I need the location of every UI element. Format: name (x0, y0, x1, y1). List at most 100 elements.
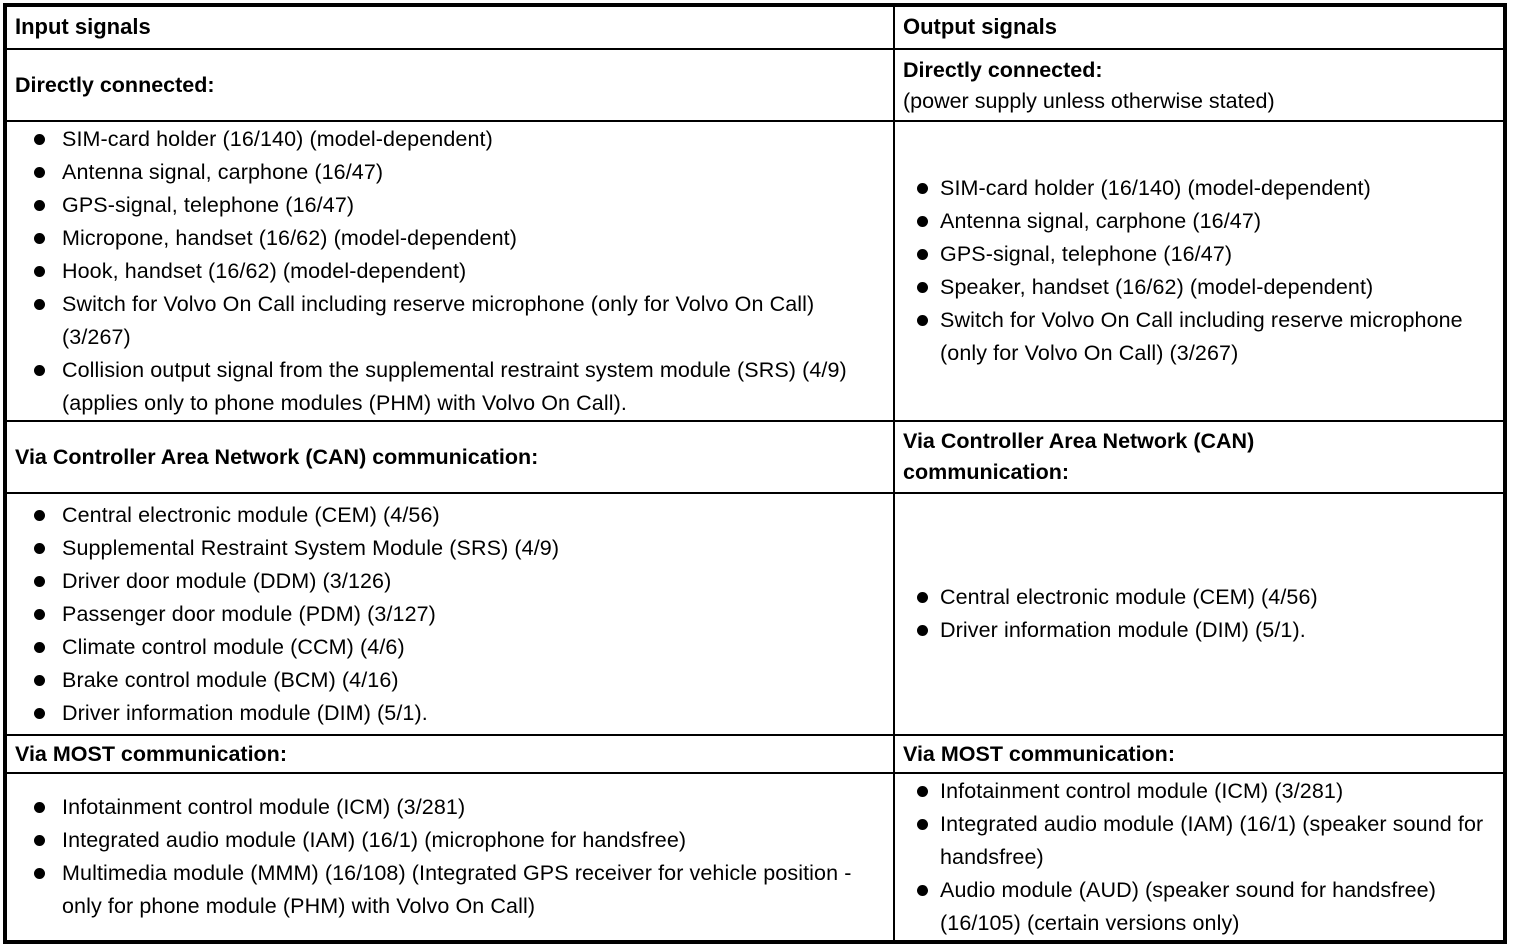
can-title-row: Via Controller Area Network (CAN) commun… (7, 420, 1503, 492)
list-item-text: Passenger door module (PDM) (3/127) (62, 601, 436, 626)
most-input-title-cell: Via MOST communication: (7, 736, 893, 772)
most-output-title-cell: Via MOST communication: (893, 736, 1503, 772)
most-title-row: Via MOST communication: Via MOST communi… (7, 734, 1503, 772)
can-output-list-cell: Central electronic module (CEM) (4/56) D… (893, 494, 1503, 734)
can-list-row: Central electronic module (CEM) (4/56) S… (7, 492, 1503, 734)
list-item: Brake control module (BCM) (4/16) (34, 664, 887, 697)
bullet-icon (34, 542, 45, 554)
list-item-text: SIM-card holder (16/140) (model-dependen… (62, 126, 493, 151)
list-item-text: Antenna signal, carphone (16/47) (940, 209, 1262, 233)
list-item-text: Integrated audio module (IAM) (16/1) (sp… (940, 811, 1484, 869)
bullet-icon (34, 133, 45, 145)
list-item-text: Multimedia module (MMM) (16/108) (Integr… (62, 861, 852, 918)
bullet-icon (917, 592, 928, 603)
list-item-text: Climate control module (CCM) (4/6) (62, 634, 405, 659)
list-item: Switch for Volvo On Call including reser… (34, 288, 887, 354)
list-item: Central electronic module (CEM) (4/56) (917, 581, 1497, 614)
list-item: Switch for Volvo On Call including reser… (917, 304, 1497, 370)
bullet-icon (917, 818, 928, 830)
bullet-icon (34, 868, 45, 879)
list-item: Driver information module (DIM) (5/1). (917, 614, 1497, 647)
bullet-icon (34, 707, 45, 719)
bullet-icon (34, 265, 45, 277)
list-item: GPS-signal, telephone (16/47) (34, 189, 887, 222)
bullet-icon (34, 199, 45, 211)
list-item: Supplemental Restraint System Module (SR… (34, 532, 887, 565)
list-item-text: Collision output signal from the supplem… (62, 357, 847, 415)
section-subtitle: (power supply unless otherwise stated) (903, 88, 1275, 113)
most-output-list-cell: Infotainment control module (ICM) (3/281… (893, 774, 1503, 940)
list-item: Infotainment control module (ICM) (3/281… (917, 775, 1497, 808)
bullet-icon (34, 835, 45, 846)
list-item: Antenna signal, carphone (16/47) (34, 156, 887, 189)
bullet-icon (34, 166, 45, 178)
section-title: Via MOST communication: (15, 741, 287, 766)
list-item-text: Micropone, handset (16/62) (model-depend… (62, 225, 517, 250)
list-item: Driver door module (DDM) (3/126) (34, 565, 887, 598)
list-item-text: Speaker, handset (16/62) (model-dependen… (940, 275, 1374, 299)
list-item: Climate control module (CCM) (4/6) (34, 631, 887, 664)
directly-connected-title-row: Directly connected: Directly connected: … (7, 48, 1503, 120)
bullet-list: Infotainment control module (ICM) (3/281… (7, 791, 893, 923)
list-item-text: Switch for Volvo On Call including reser… (940, 308, 1463, 365)
list-item-text: Driver information module (DIM) (5/1). (940, 618, 1306, 642)
bullet-list: Central electronic module (CEM) (4/56) S… (7, 499, 893, 730)
list-item: Integrated audio module (IAM) (16/1) (sp… (917, 808, 1497, 874)
bullet-icon (34, 232, 45, 244)
list-item-text: Driver information module (DIM) (5/1). (62, 700, 428, 725)
list-item: Multimedia module (MMM) (16/108) (Integr… (34, 857, 887, 923)
list-item: SIM-card holder (16/140) (model-dependen… (34, 123, 887, 156)
signals-table: Input signals Output signals Directly co… (3, 3, 1507, 944)
list-item: Hook, handset (16/62) (model-dependent) (34, 255, 887, 288)
list-item-text: GPS-signal, telephone (16/47) (62, 192, 355, 217)
list-item: Speaker, handset (16/62) (model-dependen… (917, 271, 1497, 304)
list-item-text: Brake control module (BCM) (4/16) (62, 667, 399, 692)
list-item-text: Antenna signal, carphone (16/47) (62, 159, 384, 184)
list-item: Audio module (AUD) (speaker sound for ha… (917, 874, 1497, 940)
directly-connected-output-list-cell: SIM-card holder (16/140) (model-dependen… (893, 122, 1503, 420)
list-item-text: Switch for Volvo On Call including reser… (62, 291, 815, 349)
section-title: Directly connected: (903, 57, 1103, 82)
input-signals-header-cell: Input signals (7, 7, 893, 48)
bullet-icon (917, 249, 928, 260)
bullet-icon (917, 282, 928, 293)
output-signals-header-cell: Output signals (893, 7, 1503, 48)
bullet-icon (34, 641, 45, 653)
list-item: Passenger door module (PDM) (3/127) (34, 598, 887, 631)
list-item-text: Central electronic module (CEM) (4/56) (940, 585, 1318, 609)
bullet-icon (917, 183, 928, 194)
list-item: GPS-signal, telephone (16/47) (917, 238, 1497, 271)
list-item-text: Integrated audio module (IAM) (16/1) (mi… (62, 828, 687, 852)
list-item-text: Infotainment control module (ICM) (3/281… (940, 778, 1344, 803)
bullet-icon (34, 575, 45, 587)
bullet-icon (34, 364, 45, 376)
section-title: Via Controller Area Network (CAN) commun… (903, 429, 1255, 484)
bullet-list: Central electronic module (CEM) (4/56) D… (895, 581, 1503, 647)
bullet-icon (917, 315, 928, 326)
list-item-text: Driver door module (DDM) (3/126) (62, 568, 392, 593)
most-list-row: Infotainment control module (ICM) (3/281… (7, 772, 1503, 940)
bullet-list: SIM-card holder (16/140) (model-dependen… (7, 123, 893, 420)
list-item: Collision output signal from the supplem… (34, 354, 887, 420)
section-title: Directly connected: (15, 72, 215, 97)
bullet-icon (917, 625, 928, 636)
list-item-text: Infotainment control module (ICM) (3/281… (62, 795, 466, 819)
bullet-icon (917, 884, 928, 896)
list-item: Infotainment control module (ICM) (3/281… (34, 791, 887, 824)
list-item: Integrated audio module (IAM) (16/1) (mi… (34, 824, 887, 857)
section-title: Via Controller Area Network (CAN) commun… (15, 444, 539, 469)
can-input-title-cell: Via Controller Area Network (CAN) commun… (7, 422, 893, 492)
bullet-icon (34, 298, 45, 310)
list-item: Central electronic module (CEM) (4/56) (34, 499, 887, 532)
bullet-icon (917, 216, 928, 227)
list-item-text: Hook, handset (16/62) (model-dependent) (62, 258, 467, 283)
bullet-icon (917, 785, 928, 797)
input-signals-header: Input signals (15, 14, 151, 40)
bullet-icon (34, 608, 45, 620)
directly-connected-input-title-cell: Directly connected: (7, 50, 893, 120)
list-item-text: Audio module (AUD) (speaker sound for ha… (940, 877, 1436, 935)
output-signals-header: Output signals (903, 14, 1057, 40)
bullet-list: SIM-card holder (16/140) (model-dependen… (895, 172, 1503, 370)
directly-connected-list-row: SIM-card holder (16/140) (model-dependen… (7, 120, 1503, 420)
section-title: Via MOST communication: (903, 741, 1175, 766)
